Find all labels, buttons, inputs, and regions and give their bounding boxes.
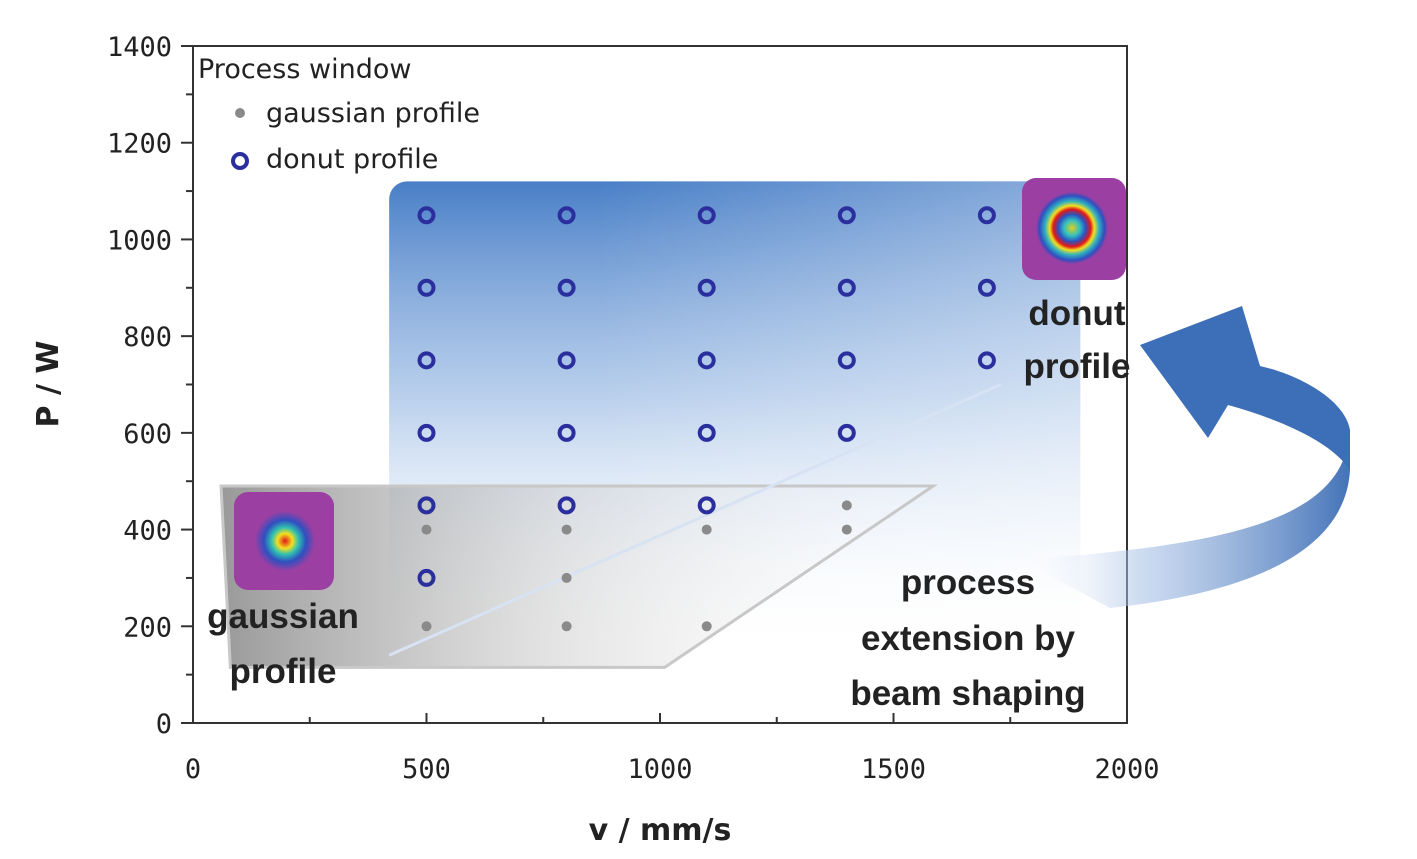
legend: Process window gaussian profile donut pr… (198, 54, 480, 175)
extension-label-line2: extension by (861, 619, 1075, 658)
donut-data-point (417, 278, 436, 297)
x-tick-label: 2000 (1094, 754, 1159, 785)
y-tick-label: 1000 (107, 225, 172, 256)
gaussian-data-point (421, 524, 432, 535)
donut-data-point (557, 496, 576, 515)
x-axis-ticks: 0 500 1000 1500 2000 (185, 713, 1160, 785)
donut-label-line2: profile (1024, 347, 1131, 386)
donut-data-point (837, 423, 856, 442)
x-tick-label: 1500 (861, 754, 926, 785)
donut-data-point (977, 278, 996, 297)
gaussian-profile-tile (234, 492, 334, 590)
donut-profile-tile (1022, 178, 1126, 280)
legend-gaussian-marker (235, 108, 245, 118)
annotations: gaussian profile donut profile process e… (207, 294, 1130, 713)
donut-data-point (417, 423, 436, 442)
gaussian-process-region (219, 484, 939, 669)
gaussian-label-line2: profile (230, 652, 337, 691)
donut-data-point (417, 206, 436, 225)
donut-data-point (557, 206, 576, 225)
donut-data-point (557, 351, 576, 370)
y-tick-label: 600 (123, 419, 172, 450)
donut-data-point (417, 496, 436, 515)
extension-label-line1: process (901, 563, 1035, 602)
y-axis-title: P / W (31, 341, 66, 428)
donut-data-point (697, 206, 716, 225)
legend-title: Process window (198, 54, 411, 85)
y-tick-label: 1400 (107, 32, 172, 63)
legend-donut-label: donut profile (266, 144, 438, 175)
x-axis-title: v / mm/s (589, 813, 732, 848)
gaussian-data-point (701, 524, 712, 535)
data-points (417, 206, 996, 632)
donut-data-point (697, 278, 716, 297)
process-regions (219, 181, 1081, 669)
y-tick-label: 800 (123, 322, 172, 353)
donut-data-point (837, 206, 856, 225)
y-tick-label: 400 (123, 516, 172, 547)
gaussian-data-point (561, 572, 572, 583)
gaussian-data-point (561, 621, 572, 632)
x-tick-label: 1000 (627, 754, 692, 785)
donut-data-point (697, 351, 716, 370)
gaussian-data-point (841, 500, 852, 511)
region-guide-line (388, 383, 1002, 657)
donut-data-point (557, 423, 576, 442)
donut-data-point (977, 206, 996, 225)
donut-data-point (977, 351, 996, 370)
donut-data-point (697, 423, 716, 442)
x-tick-label: 0 (185, 754, 201, 785)
gaussian-data-point (421, 621, 432, 632)
donut-data-point (697, 496, 716, 515)
extension-label-line3: beam shaping (850, 674, 1085, 713)
gaussian-data-point (561, 524, 572, 535)
extension-arrow (1020, 306, 1350, 608)
legend-donut-marker (231, 152, 249, 170)
donut-data-point (417, 351, 436, 370)
legend-gaussian-label: gaussian profile (266, 98, 480, 129)
x-tick-label: 500 (402, 754, 451, 785)
y-tick-label: 200 (123, 612, 172, 643)
y-axis-ticks: 0 200 400 600 800 1000 1200 1400 (107, 32, 193, 740)
donut-label-line1: donut (1028, 294, 1126, 333)
y-tick-label: 0 (156, 709, 172, 740)
donut-data-point (837, 278, 856, 297)
gaussian-data-point (701, 621, 712, 632)
gaussian-data-point (841, 524, 852, 535)
donut-data-point (557, 278, 576, 297)
y-tick-label: 1200 (107, 129, 172, 160)
donut-data-point (837, 351, 856, 370)
gaussian-label-line1: gaussian (207, 597, 359, 636)
donut-data-point (417, 568, 436, 587)
